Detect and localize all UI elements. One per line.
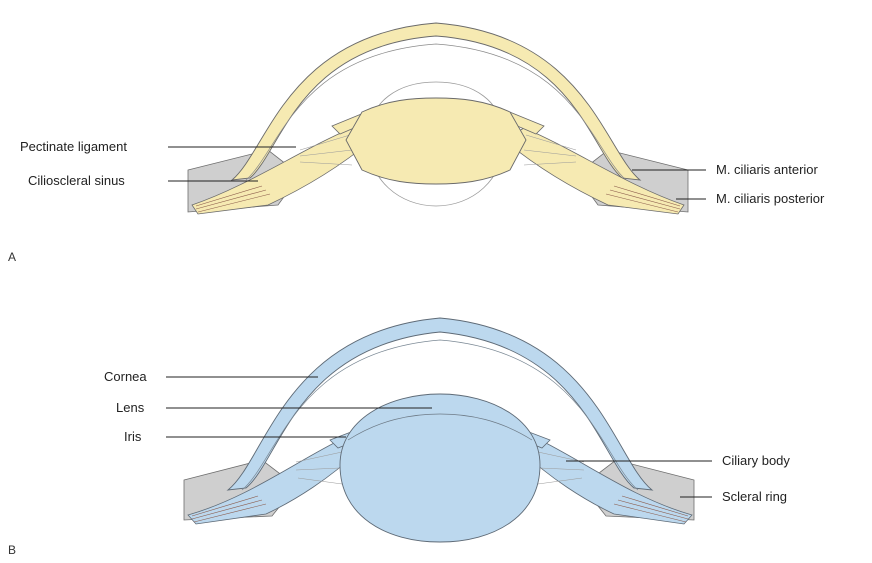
panel-b-letter: B <box>8 543 16 557</box>
panel-a-diagram <box>188 23 688 214</box>
label-cilioscleral-sinus: Cilioscleral sinus <box>28 173 125 189</box>
label-pectinate-ligament: Pectinate ligament <box>20 139 127 155</box>
label-ciliaris-anterior: M. ciliaris anterior <box>716 162 818 178</box>
label-scleral-ring: Scleral ring <box>722 489 787 505</box>
label-ciliary-body: Ciliary body <box>722 453 790 469</box>
label-iris: Iris <box>124 429 141 445</box>
label-cornea: Cornea <box>104 369 147 385</box>
panel-b-diagram <box>184 318 694 542</box>
panel-a-lens <box>346 98 526 184</box>
panel-b-lens <box>340 394 540 542</box>
label-ciliaris-posterior: M. ciliaris posterior <box>716 191 824 207</box>
panel-a-letter: A <box>8 250 16 264</box>
label-lens: Lens <box>116 400 144 416</box>
